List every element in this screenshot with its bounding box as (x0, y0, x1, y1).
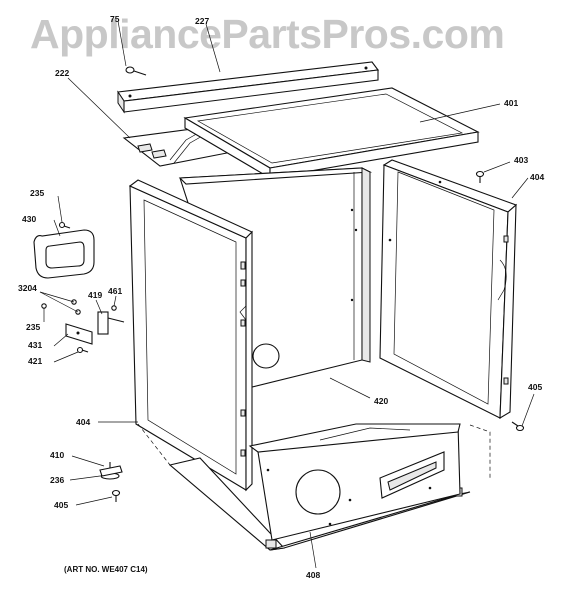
seal-430 (33, 229, 95, 279)
front-bottom-panel (248, 423, 461, 541)
leveling-leg-410 (99, 462, 123, 480)
callout-401: 401 (504, 98, 518, 108)
hardware-235-top (58, 221, 71, 229)
screw-405-left (111, 489, 121, 502)
art-number: (ART NO. WE407 C14) (64, 565, 148, 574)
callout-419: 419 (88, 290, 102, 300)
screw-403 (475, 170, 485, 183)
callout-235-top: 235 (30, 188, 44, 198)
screw-75 (125, 66, 147, 76)
screw-421 (76, 346, 89, 354)
callout-421: 421 (28, 356, 42, 366)
callout-430: 430 (22, 214, 36, 224)
hardware-3204 (41, 299, 81, 315)
watermark: AppliancePartsPros.com (30, 11, 504, 57)
callout-236: 236 (50, 475, 64, 485)
left-side-panel (128, 179, 253, 492)
callout-235-mid: 235 (26, 322, 40, 332)
callout-405-right: 405 (528, 382, 542, 392)
callout-404-left: 404 (76, 417, 90, 427)
leader-dashed-right (469, 424, 491, 478)
callout-410: 410 (50, 450, 64, 460)
callout-403: 403 (514, 155, 528, 165)
screw-405-right (511, 421, 525, 432)
top-panel (183, 87, 480, 179)
callout-3204: 3204 (18, 283, 37, 293)
leader-dashed-left (137, 423, 171, 466)
bracket-419 (97, 311, 125, 335)
rear-top-rail (117, 61, 380, 114)
right-side-panel (379, 159, 518, 419)
callout-405-left: 405 (54, 500, 68, 510)
callout-222: 222 (55, 68, 69, 78)
callout-408: 408 (306, 570, 320, 580)
bracket-431 (65, 323, 93, 345)
leader-lines (39, 20, 535, 569)
callout-404-right: 404 (530, 172, 544, 182)
part-461 (111, 305, 117, 311)
callout-461: 461 (108, 286, 122, 296)
callout-227: 227 (195, 16, 209, 26)
callout-431: 431 (28, 340, 42, 350)
callout-75: 75 (110, 14, 120, 24)
callout-420: 420 (374, 396, 388, 406)
